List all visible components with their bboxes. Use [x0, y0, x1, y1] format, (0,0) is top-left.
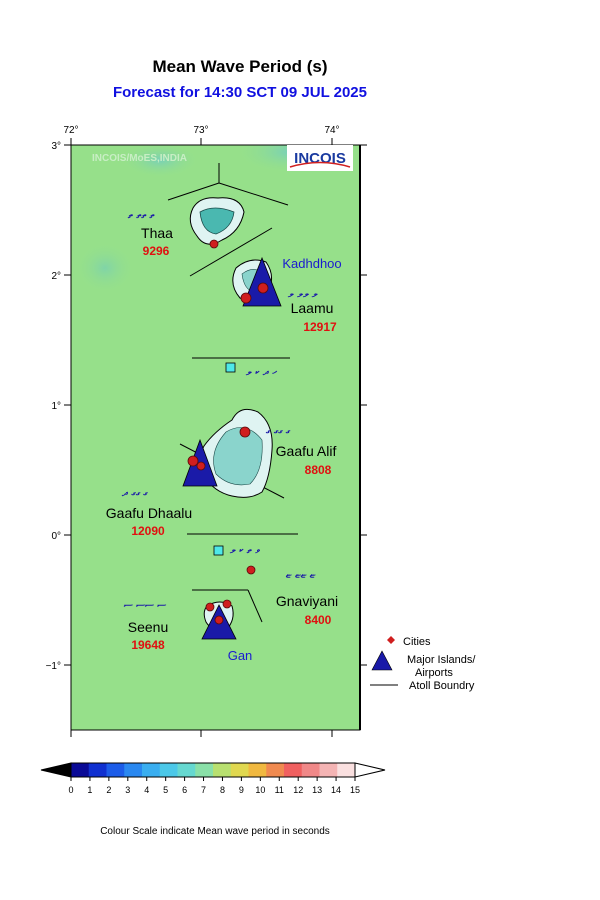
city-marker — [222, 599, 232, 609]
legend-cities-label: Cities — [403, 636, 431, 648]
colorbar-tick-label: 0 — [68, 785, 73, 795]
colorbar-swatch — [142, 763, 161, 777]
colorbar-max-arrow — [354, 762, 386, 778]
colorbar-swatch — [248, 763, 267, 777]
colorbar-tick-label: 11 — [275, 785, 284, 795]
forecast-subtitle: Forecast for 14:30 SCT 09 JUL 2025 — [112, 84, 367, 101]
colorbar-tick-label: 8 — [220, 785, 225, 795]
colorbar-swatch — [266, 763, 285, 777]
gnaviyani-name: Gnaviyani — [276, 593, 338, 609]
x-tick-label: 73° — [193, 125, 208, 136]
city-marker — [187, 455, 199, 467]
field-patch — [120, 145, 200, 178]
y-tick-label: 3° — [51, 141, 61, 152]
kadhdhoo-label: Kadhdhoo — [282, 256, 341, 271]
incois-logo: INCOIS — [287, 145, 353, 171]
gan-label: Gan — [228, 648, 253, 663]
colorbar-swatch — [159, 763, 178, 777]
x-tick-label: 72° — [63, 125, 78, 136]
city-marker — [240, 292, 252, 304]
city-marker — [239, 426, 251, 438]
x-tick-label: 74° — [324, 125, 339, 136]
colorbar-swatch — [177, 763, 196, 777]
laamu-value: 12917 — [303, 320, 337, 334]
airport-triangle-icon — [242, 256, 282, 307]
laamu-local-label: ލ ލލ ލ — [287, 289, 318, 300]
colorbar-swatch — [319, 763, 338, 777]
colorbar-tick-label: 6 — [182, 785, 187, 795]
channel-local-label: ހ ދ ކ ލ — [245, 367, 277, 378]
colorbar-swatch — [301, 763, 320, 777]
colorbar-swatch — [124, 763, 143, 777]
watermark: INCOIS/MoES,INDIA — [92, 153, 187, 164]
legend-island-icon — [371, 650, 393, 671]
page-title: Mean Wave Period (s) — [152, 57, 328, 76]
huvadhu-atoll-shape — [199, 408, 273, 498]
seenu-value: 19648 — [131, 638, 165, 652]
gaafu-alif-local-label: ގ ގގ ގ — [265, 426, 291, 437]
colorbar-swatch — [337, 763, 356, 777]
thaa-name: Thaa — [141, 225, 173, 241]
colorbar-min-arrow — [40, 762, 72, 778]
gaafu-alif-value: 8808 — [305, 463, 332, 477]
gaafu-alif-name: Gaafu Alif — [276, 443, 337, 459]
colorbar-tick-label: 3 — [125, 785, 130, 795]
colorbar-tick-label: 14 — [331, 785, 341, 795]
city-marker — [246, 565, 256, 575]
city-marker — [214, 615, 224, 625]
colorbar-tick-label: 13 — [312, 785, 322, 795]
map-legend: Cities Major Islands/ Airports Atoll Bou… — [370, 636, 476, 692]
colorbar-swatch — [106, 763, 125, 777]
legend-islands-label: Major Islands/ — [407, 654, 476, 666]
x-ticks — [70, 138, 333, 737]
y-tick-label: 0° — [51, 531, 61, 542]
colorbar-swatch — [230, 763, 249, 777]
colorbar-tick-label: 9 — [239, 785, 244, 795]
city-marker — [257, 282, 269, 294]
colorbar-swatch — [88, 763, 107, 777]
field-patch — [75, 242, 135, 294]
seenu-name: Seenu — [128, 619, 168, 635]
colorbar-swatch — [195, 763, 214, 777]
channel-marker — [213, 545, 224, 556]
thaa-local-label: ތ ތތ ތ — [127, 210, 155, 221]
colorbar-swatch — [213, 763, 232, 777]
legend-boundary-label: Atoll Boundry — [409, 680, 475, 692]
colorbar-swatch — [71, 763, 90, 777]
y-tick-label: 2° — [51, 271, 61, 282]
gaafu-dhaalu-name: Gaafu Dhaalu — [106, 505, 192, 521]
colorbar-swatch — [284, 763, 303, 777]
colorbar-tick-label: 10 — [255, 785, 265, 795]
gaafu-dhaalu-local-label: ގ ގގ ދ — [121, 488, 148, 499]
thaa-value: 9296 — [143, 244, 170, 258]
city-marker — [205, 602, 215, 612]
colorbar-tick-label: 2 — [106, 785, 111, 795]
y-tick-label: 1° — [51, 401, 61, 412]
legend-islands-label-2: Airports — [415, 667, 453, 679]
colorbar-tick-label: 15 — [350, 785, 360, 795]
y-ticks — [64, 144, 367, 666]
colorbar-tick-label: 5 — [163, 785, 168, 795]
colorbar-frame — [70, 762, 356, 778]
city-markers — [187, 239, 269, 625]
legend-city-icon — [387, 636, 395, 644]
colorbar-tick-label: 7 — [201, 785, 206, 795]
seenu-local-label: ސ ސސ ސ — [124, 600, 166, 611]
laamu-name: Laamu — [291, 300, 334, 316]
y-tick-label: −1° — [46, 661, 61, 672]
channel-local-label: ވ ތ ކ ލ — [229, 545, 260, 556]
thaa-atoll-shape — [189, 197, 245, 245]
gnaviyani-local-label: ޏ ޏޏ ޏ — [285, 570, 316, 581]
colorbar-tick-label: 4 — [144, 785, 149, 795]
colorbar-tick-label: 12 — [293, 785, 303, 795]
colorbar-tick-label: 1 — [87, 785, 92, 795]
channel-marker — [225, 362, 236, 373]
gaafu-dhaalu-value: 12090 — [131, 524, 165, 538]
gnaviyani-value: 8400 — [305, 613, 332, 627]
city-marker — [209, 239, 219, 249]
city-marker — [196, 461, 206, 471]
colorbar-caption: Colour Scale indicate Mean wave period i… — [100, 826, 330, 837]
